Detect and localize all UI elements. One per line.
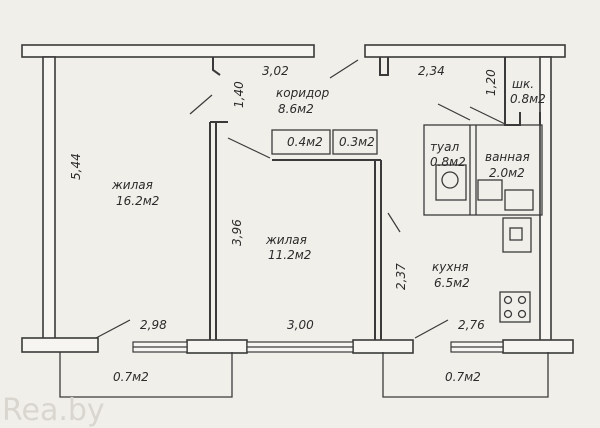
room-toilet-area: 0.8м2 [430,155,466,169]
dim-top-right: 2,34 [418,64,445,78]
exterior-walls [21,44,574,354]
room-bathroom-area: 2.0м2 [489,166,525,180]
room-living-small-name: жилая [265,233,307,247]
dim-small-room-depth: 3,96 [230,219,244,246]
room-labels: жилая 16.2м2 жилая 11.2м2 коридор 8.6м2 … [111,77,546,290]
dimension-labels: 5,44 3,02 1,40 2,34 1,20 3,96 2,37 2,98 … [69,64,498,384]
balconies [59,352,549,398]
room-corridor-area: 8.6м2 [278,102,314,116]
room-living-small-area: 11.2м2 [268,248,311,262]
room-kitchen-area: 6.5м2 [434,276,470,290]
watermark-logo: Rea.by [2,393,105,428]
dim-bottom-middle: 3,00 [287,318,314,332]
room-living-large-area: 16.2м2 [116,194,159,208]
room-closet-name: шк. [512,77,534,91]
room-kitchen-name: кухня [432,260,469,274]
balcony-left-area: 0.7м2 [113,370,149,384]
dim-corridor-depth: 1,40 [232,81,246,108]
dim-closet-depth: 1,20 [484,69,498,96]
dim-bottom-left: 2,98 [140,318,167,332]
storage-a-area: 0.4м2 [287,135,323,149]
dim-kitchen-depth: 2,37 [394,263,408,290]
dim-corridor-width: 3,02 [262,64,289,78]
doors [95,59,506,339]
room-living-large-name: жилая [111,178,153,192]
room-closet-area: 0.8м2 [510,92,546,106]
interior-walls [209,57,543,340]
room-corridor-name: коридор [276,86,330,100]
kitchen-fixtures [499,217,532,323]
storage-b-area: 0.3м2 [339,135,375,149]
dim-bottom-right: 2,76 [458,318,485,332]
room-toilet-name: туал [430,140,459,154]
dim-left-height: 5,44 [69,153,83,180]
balcony-right-area: 0.7м2 [445,370,481,384]
room-bathroom-name: ванная [485,150,530,164]
